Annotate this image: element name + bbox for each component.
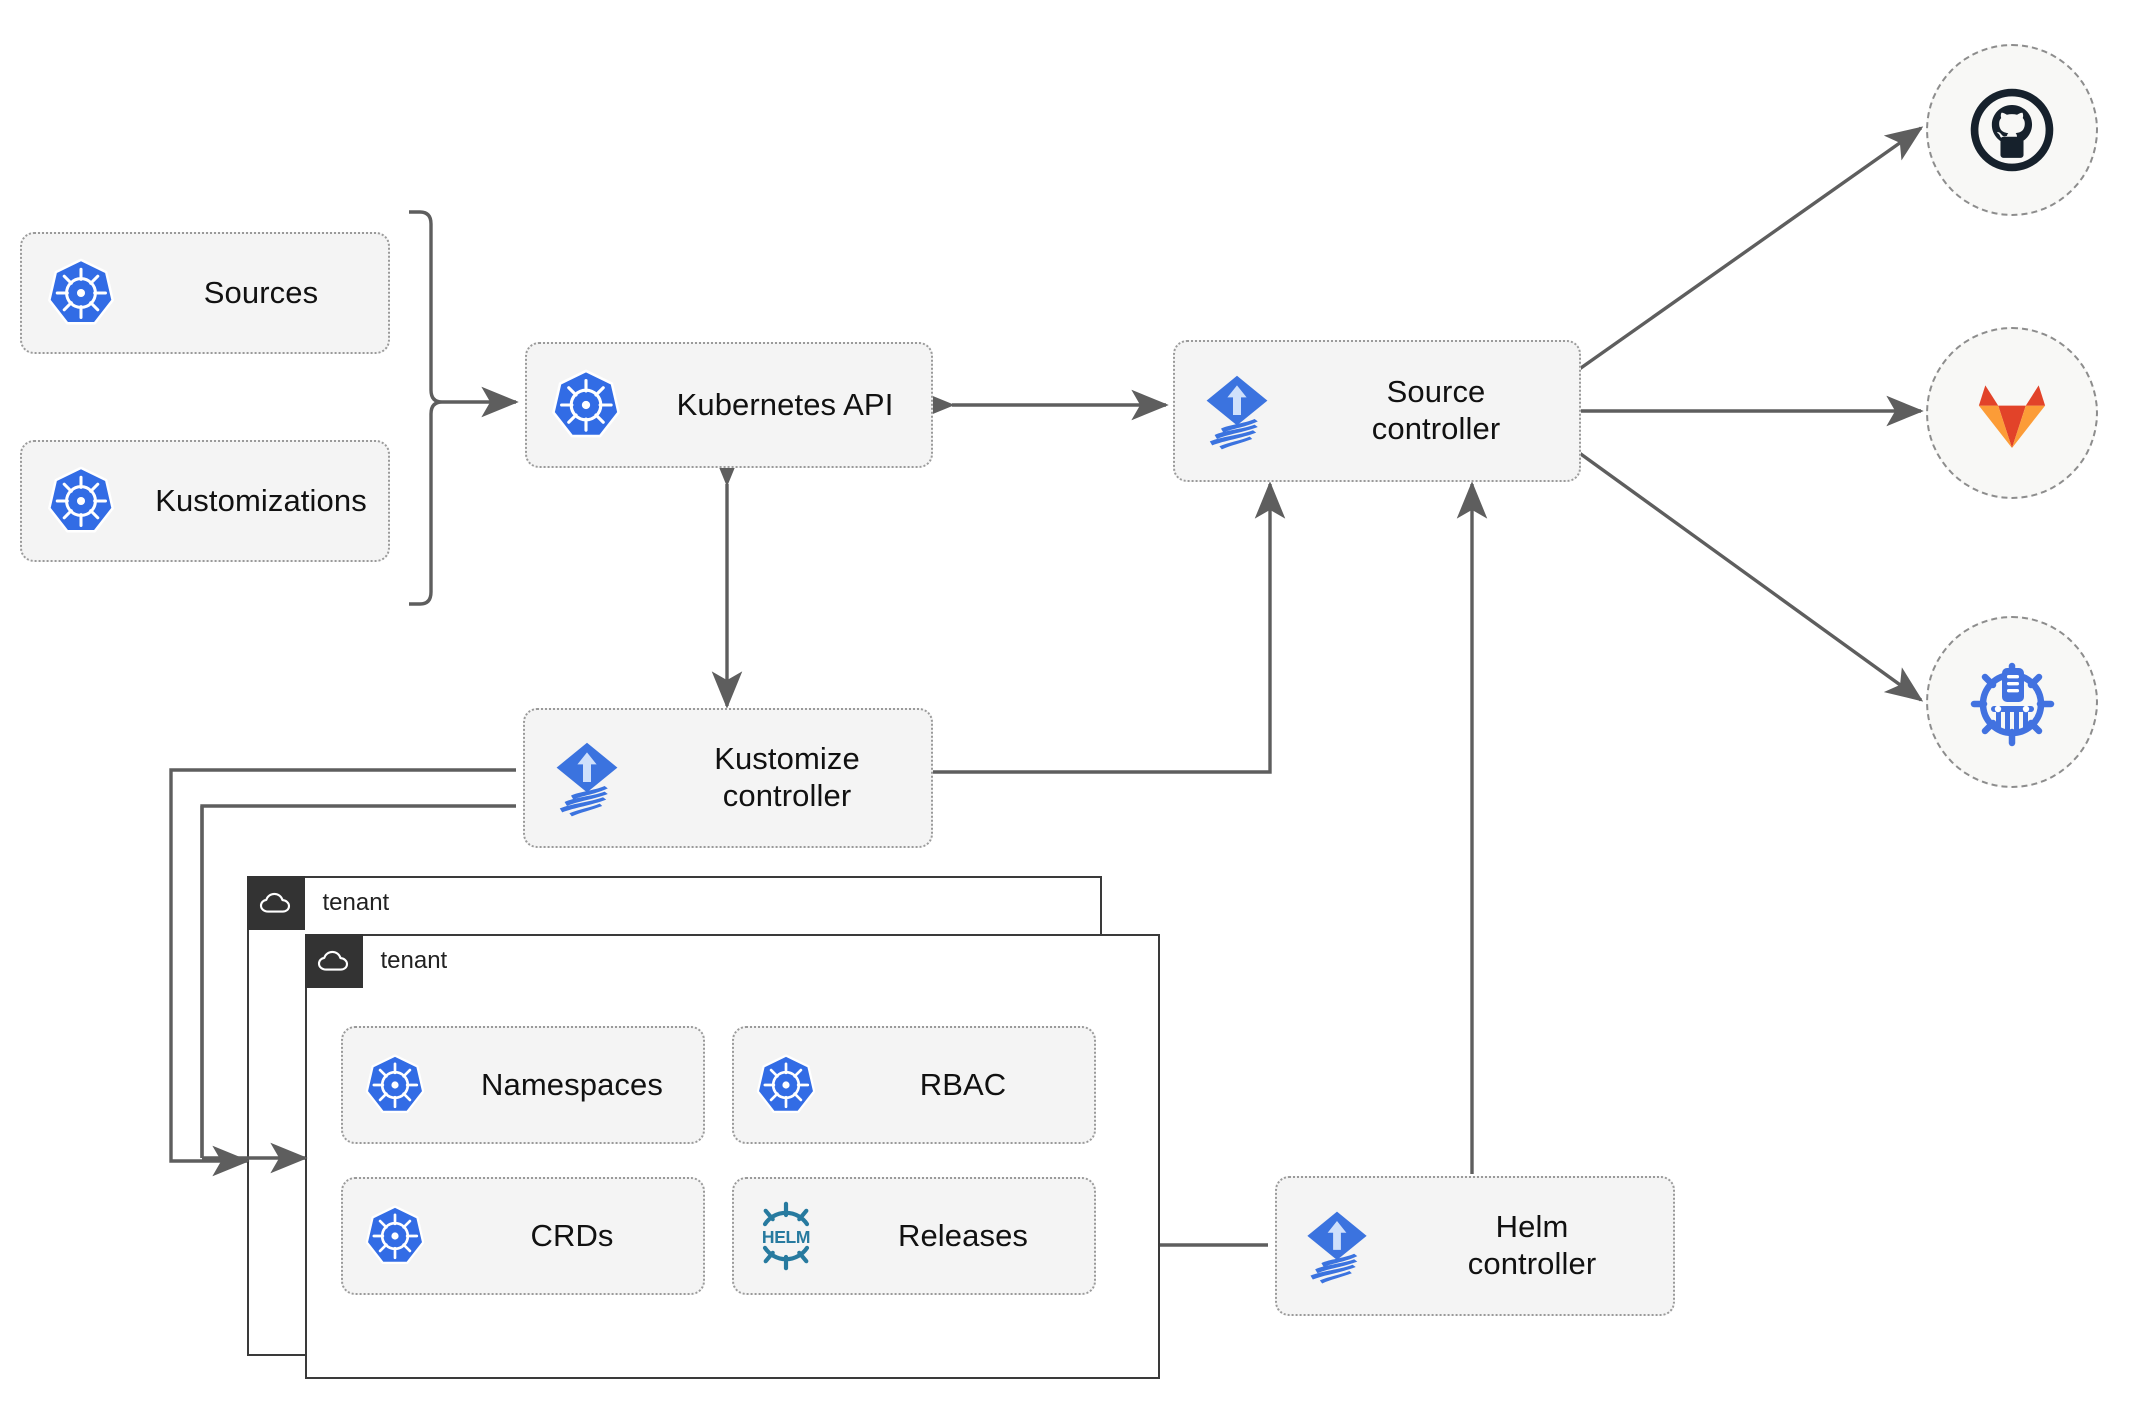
tenant-panel-front: tenant bbox=[304, 933, 1160, 1379]
flux-icon bbox=[525, 738, 649, 818]
gitlab-icon bbox=[1978, 385, 2046, 448]
node-sources[interactable]: Sources bbox=[20, 232, 390, 354]
kubernetes-icon bbox=[343, 1053, 447, 1117]
node-rbac[interactable]: RBAC bbox=[732, 1026, 1096, 1144]
sources-label: Sources bbox=[203, 274, 319, 310]
external-github[interactable] bbox=[1926, 44, 2098, 216]
releases-label: Releases bbox=[897, 1217, 1029, 1253]
source-controller-label: Source controller bbox=[1371, 374, 1501, 446]
crds-label: CRDs bbox=[530, 1217, 614, 1253]
tenant-back-label: tenant bbox=[322, 888, 390, 916]
cloud-icon bbox=[246, 875, 305, 930]
node-crds[interactable]: CRDs bbox=[341, 1177, 705, 1295]
node-source-controller[interactable]: Source controller bbox=[1173, 340, 1581, 482]
flux-icon bbox=[1175, 371, 1299, 451]
resources-bracket bbox=[409, 210, 519, 606]
node-kustomizations[interactable]: Kustomizations bbox=[20, 440, 390, 562]
kubernetes-icon bbox=[343, 1204, 447, 1268]
github-icon bbox=[1970, 88, 2054, 172]
external-helm-repository[interactable] bbox=[1926, 616, 2098, 788]
kubernetes-icon bbox=[527, 368, 645, 442]
helm-icon: HELM bbox=[734, 1201, 838, 1271]
tenant-front-label: tenant bbox=[380, 946, 448, 974]
wire-source-helmrepo bbox=[1577, 450, 1924, 702]
node-kubernetes-api[interactable]: Kubernetes API bbox=[525, 342, 933, 468]
tenant-front-titlebar: tenant bbox=[304, 933, 448, 988]
wire-source-github bbox=[1577, 126, 1924, 372]
tenant-back-titlebar: tenant bbox=[246, 875, 390, 930]
helm-repository-icon bbox=[1970, 662, 2055, 747]
wire-kustomize-source bbox=[931, 481, 1286, 774]
kustomize-controller-label: Kustomize controller bbox=[714, 741, 860, 813]
kustomizations-label: Kustomizations bbox=[155, 482, 367, 518]
node-namespaces[interactable]: Namespaces bbox=[341, 1026, 705, 1144]
kubernetes-icon bbox=[22, 257, 140, 329]
helm-controller-label: Helm controller bbox=[1467, 1209, 1597, 1281]
svg-text:HELM: HELM bbox=[762, 1227, 810, 1247]
kubernetes-icon bbox=[22, 465, 140, 537]
node-kustomize-controller[interactable]: Kustomize controller bbox=[523, 708, 933, 848]
external-gitlab[interactable] bbox=[1926, 327, 2098, 499]
kubernetes-icon bbox=[734, 1053, 838, 1117]
node-releases[interactable]: HELM Releases bbox=[732, 1177, 1096, 1295]
node-helm-controller[interactable]: Helm controller bbox=[1275, 1176, 1675, 1316]
rbac-label: RBAC bbox=[919, 1066, 1007, 1102]
flux-icon bbox=[1277, 1207, 1397, 1285]
cloud-icon bbox=[304, 933, 363, 988]
kubernetes-api-label: Kubernetes API bbox=[676, 386, 894, 422]
namespaces-label: Namespaces bbox=[481, 1066, 663, 1102]
